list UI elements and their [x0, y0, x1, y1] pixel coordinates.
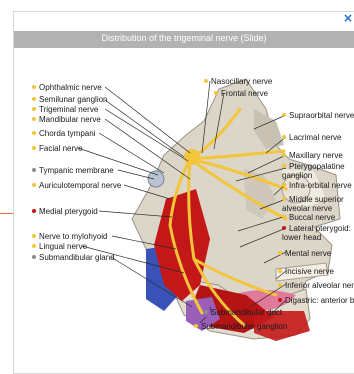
bullet-icon: [32, 85, 36, 89]
label-nasocillary-nerve[interactable]: Nasocillary nerve: [204, 77, 272, 86]
bullet-icon: [32, 117, 36, 121]
close-icon[interactable]: ×: [343, 12, 353, 24]
label-submandibular-duct[interactable]: Submandibular duct: [204, 308, 282, 317]
label-infra-orbital-nerve[interactable]: Infra-orbital nerve: [282, 181, 352, 190]
bullet-icon: [282, 215, 286, 219]
label-facial-nerve[interactable]: Facial nerve: [32, 144, 83, 153]
bullet-icon: [32, 131, 36, 135]
bullet-icon: [278, 269, 282, 273]
bullet-icon: [32, 146, 36, 150]
bullet-icon: [32, 255, 36, 259]
label-inferior-alveolar-nerve[interactable]: Inferior alveolar nerve: [278, 281, 354, 290]
label-mental-nerve[interactable]: Mental nerve: [278, 249, 331, 258]
title-bar: Distribution of the trigeminal nerve (Sl…: [14, 31, 354, 48]
bullet-icon: [278, 251, 282, 255]
bullet-icon: [214, 91, 218, 95]
slide-title: Distribution of the trigeminal nerve (Sl…: [14, 33, 354, 43]
bullet-icon: [282, 153, 286, 157]
label-maxillary-nerve[interactable]: Maxillary nerve: [282, 151, 343, 160]
label-lacrimal-nerve[interactable]: Lacrimal nerve: [282, 133, 341, 142]
bullet-icon: [282, 164, 286, 168]
bullet-icon: [32, 168, 36, 172]
bullet-icon: [32, 234, 36, 238]
bullet-icon: [282, 135, 286, 139]
bullet-icon: [32, 244, 36, 248]
pointer-line: [0, 213, 13, 214]
label-pterygopalatine-ganglion[interactable]: Pterygopalatine ganglion: [282, 162, 352, 180]
bullet-icon: [282, 113, 286, 117]
bullet-icon: [32, 107, 36, 111]
bullet-icon: [204, 79, 208, 83]
label-chorda-tympani[interactable]: Chorda tympani: [32, 129, 95, 138]
label-semilunar-ganglion[interactable]: Semilunar ganglion: [32, 95, 108, 104]
bullet-icon: [278, 283, 282, 287]
label-lingual-nerve[interactable]: Lingual nerve: [32, 242, 87, 251]
label-nerve-to-mylohyoid[interactable]: Nerve to mylohyoid: [32, 232, 107, 241]
bullet-icon: [278, 298, 282, 302]
label-mandibular-nerve[interactable]: Mandibular nerve: [32, 115, 101, 124]
label-tympanic-membrane[interactable]: Tympanic membrane: [32, 166, 114, 175]
label-submandibular-ganglion[interactable]: Submandibular ganglion: [194, 322, 287, 331]
label-auriculotemporal-nerve[interactable]: Auriculotemporal nerve: [32, 181, 121, 190]
label-ophthalmic-nerve[interactable]: Ophthalmic nerve: [32, 83, 102, 92]
bullet-icon: [282, 183, 286, 187]
bullet-icon: [32, 209, 36, 213]
bullet-icon: [282, 226, 286, 230]
bullet-icon: [282, 197, 286, 201]
label-medial-pterygoid[interactable]: Medial pterygoid: [32, 207, 98, 216]
label-middle-superior-alveolar-nerve[interactable]: Middle superior alveolar nerve: [282, 195, 348, 213]
label-frontal-nerve[interactable]: Frontal nerve: [214, 89, 268, 98]
label-submandibular-gland[interactable]: Submandibular gland: [32, 253, 115, 262]
label-incisive-nerve[interactable]: Incisive nerve: [278, 267, 334, 276]
label-buccal-nerve[interactable]: Buccal nerve: [282, 213, 335, 222]
anatomy-figure: Ophthalmic nerve Semilunar ganglion Trig…: [14, 49, 354, 374]
bullet-icon: [194, 324, 198, 328]
bullet-icon: [32, 183, 36, 187]
label-supraorbital-nerve[interactable]: Supraorbital nerve: [282, 111, 354, 120]
bullet-icon: [204, 310, 208, 314]
label-trigeminal-nerve[interactable]: Trigeminal nerve: [32, 105, 98, 114]
label-lateral-pterygoid[interactable]: Lateral pterygoid: lower head: [282, 224, 354, 242]
bullet-icon: [32, 97, 36, 101]
label-digastric-anterior-belly[interactable]: Digastric: anterior belly: [278, 296, 354, 305]
